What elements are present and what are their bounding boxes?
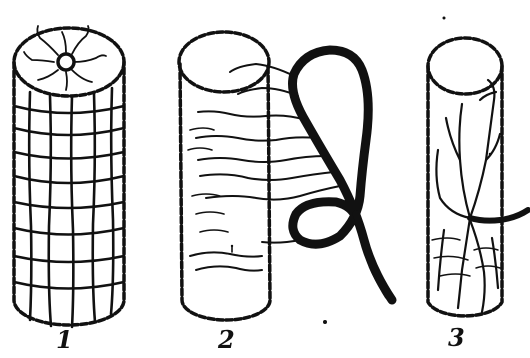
figure-1-label: 1 [56,328,73,352]
cylinder-2-top [179,32,269,92]
feeding-vessel [470,210,528,221]
cylinder-1-top [14,28,124,96]
figure-3-cylinder [428,38,528,316]
longitudinal-network [436,80,500,312]
figure-2-cylinder [179,32,392,320]
surface-capillaries [188,128,232,252]
cylinder-2-outline [180,64,270,320]
cylinder-3-top [428,38,502,94]
figure-2-label: 2 [218,328,235,352]
figure-1-cylinder [14,26,124,327]
lumen-1 [58,54,74,70]
vessel-stem [356,214,388,296]
figure-3-label: 3 [448,326,465,350]
